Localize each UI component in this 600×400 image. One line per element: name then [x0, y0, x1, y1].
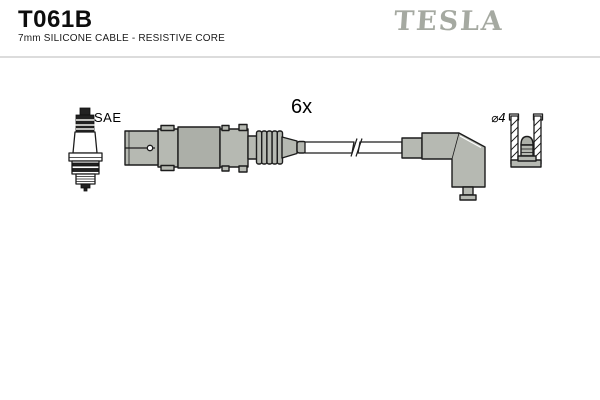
connector-cross-section: [508, 113, 544, 168]
sae-terminal-label: SAE: [94, 110, 122, 125]
terminal-stud-icon: [517, 135, 537, 162]
cable-spec-subtitle: 7mm SILICONE CABLE - RESISTIVE CORE: [18, 33, 226, 44]
cable-with-break: [304, 138, 403, 157]
spark-plug-icon: [68, 107, 103, 192]
part-number: T061B: [18, 6, 93, 33]
ignition-cable-drawing: [124, 123, 486, 201]
break-slash-icon: [350, 138, 358, 157]
coil-connector-end: [124, 123, 249, 173]
strain-relief-bellows: [247, 130, 307, 165]
plug-boot-connector: [401, 132, 486, 201]
header-divider: [0, 56, 600, 58]
quantity-label: 6x: [291, 96, 313, 118]
break-slash-icon: [355, 138, 363, 157]
diameter-label: ⌀4: [491, 111, 506, 125]
